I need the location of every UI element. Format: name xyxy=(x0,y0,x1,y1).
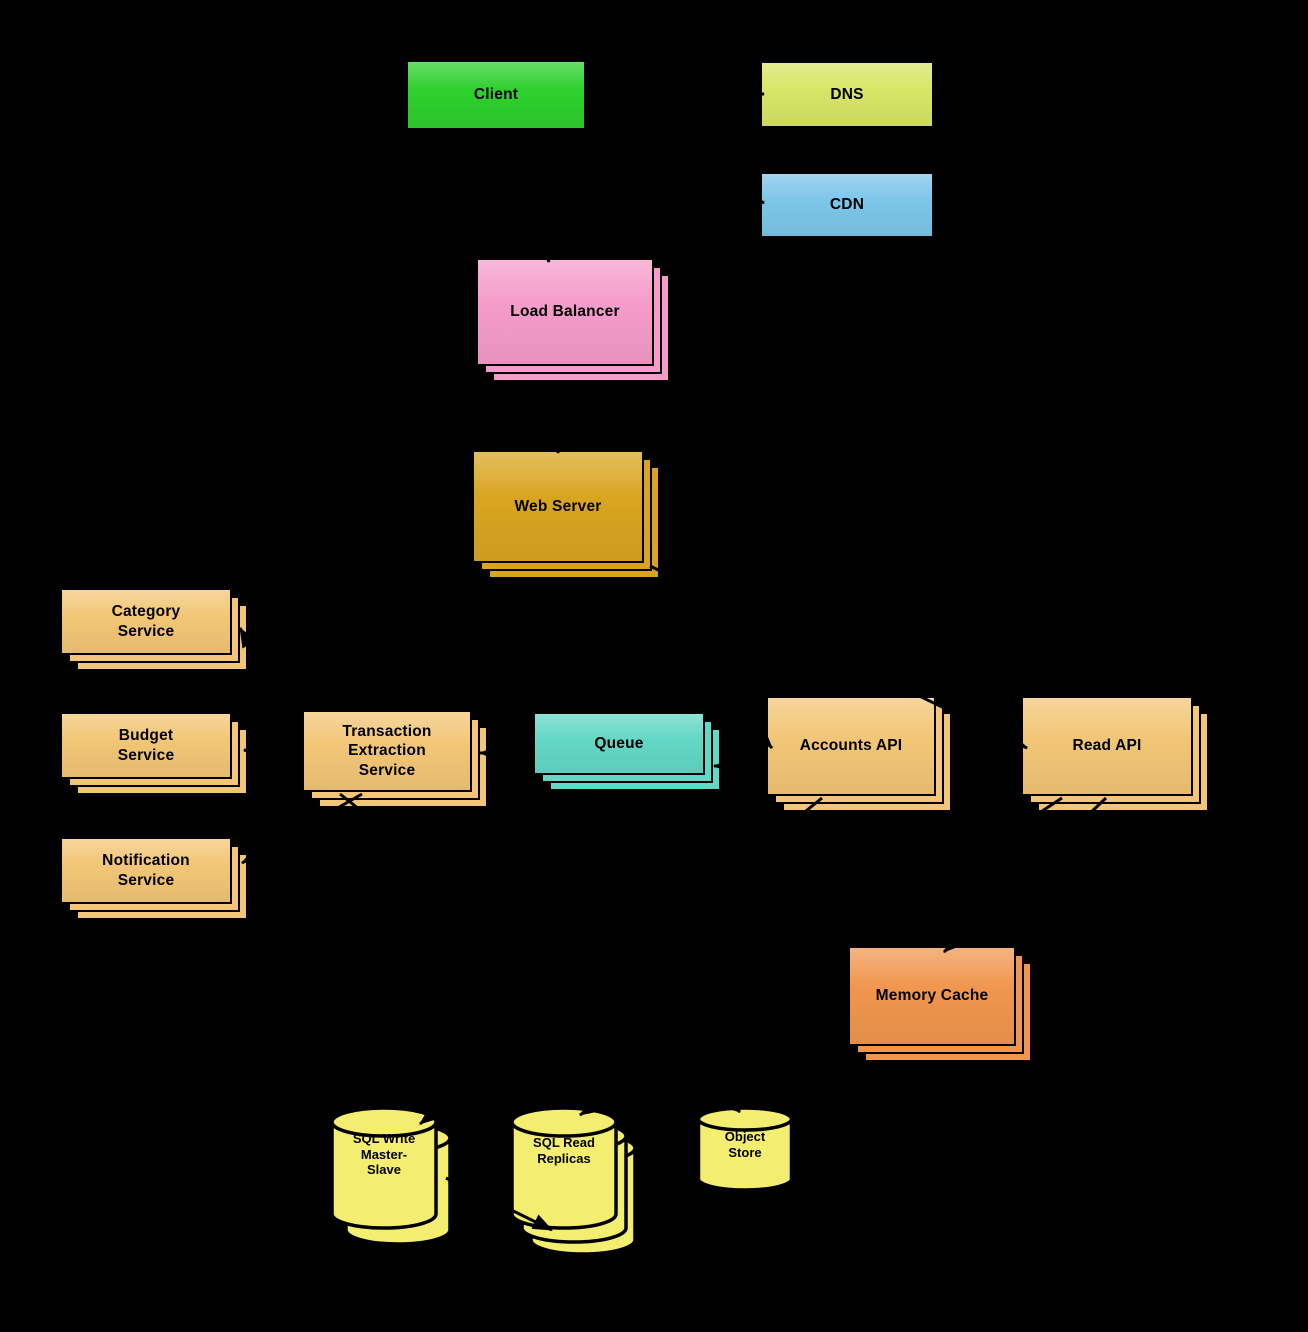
node-notification-service: Notification Service xyxy=(60,837,248,920)
node-transaction-extraction-service-label: Transaction Extraction Service xyxy=(342,722,432,779)
node-memory-cache-label: Memory Cache xyxy=(875,987,989,1005)
edge-client-load_balancer xyxy=(496,131,551,263)
node-dns: DNS xyxy=(760,61,934,128)
node-load-balancer-face: Load Balancer xyxy=(476,258,654,366)
node-notification-service-face: Notification Service xyxy=(60,837,232,904)
node-cdn-label: CDN xyxy=(829,196,865,214)
edge-client-cdn xyxy=(587,110,765,205)
node-object-store: Object Store xyxy=(695,1105,795,1195)
node-client: Client xyxy=(406,60,586,130)
node-accounts-api-face: Accounts API xyxy=(766,696,936,796)
edge-read_api-memory_cache xyxy=(942,796,1108,954)
edge-transaction_extraction_service-object_store xyxy=(339,792,741,1114)
edge-accounts_api-sql_write_master_slave xyxy=(419,796,823,1126)
node-memory-cache-face: Memory Cache xyxy=(848,946,1016,1046)
node-load-balancer: Load Balancer xyxy=(476,258,670,382)
node-web-server-face: Web Server xyxy=(472,450,644,563)
database-cylinder-icon xyxy=(330,1106,438,1230)
node-transaction-extraction-service: Transaction Extraction Service xyxy=(302,710,488,808)
node-memory-cache: Memory Cache xyxy=(848,946,1032,1062)
node-read-api-face: Read API xyxy=(1021,696,1193,796)
edge-transaction_extraction_service-category_service xyxy=(238,627,302,734)
node-category-service-label: Category Service xyxy=(111,603,181,640)
node-queue-face: Queue xyxy=(533,712,705,775)
node-notification-service-label: Notification Service xyxy=(102,852,190,889)
node-transaction-extraction-service-face: Transaction Extraction Service xyxy=(302,710,472,792)
node-dns-label: DNS xyxy=(830,85,864,103)
node-accounts-api-label: Accounts API xyxy=(799,737,903,755)
node-sql-read-replicas: SQL Read Replicas xyxy=(508,1105,637,1256)
node-client-label: Client xyxy=(473,86,519,104)
node-budget-service-label: Budget Service xyxy=(117,727,175,764)
node-sql-write-master-slave-label: SQL Write Master-Slave xyxy=(352,1131,416,1178)
database-cylinder-icon xyxy=(510,1106,618,1230)
node-accounts-api: Accounts API xyxy=(766,696,952,812)
node-load-balancer-label: Load Balancer xyxy=(510,303,620,321)
node-dns-face: DNS xyxy=(760,61,934,128)
node-read-api-label: Read API xyxy=(1072,737,1142,755)
node-read-api: Read API xyxy=(1021,696,1209,812)
node-queue: Queue xyxy=(533,712,721,791)
node-object-store-label: Object Store xyxy=(724,1129,766,1160)
node-sql-read-replicas-label: SQL Read Replicas xyxy=(533,1135,595,1166)
edge-transaction_extraction_service-budget_service xyxy=(243,746,301,765)
node-queue-label: Queue xyxy=(594,734,644,752)
node-sql-write-master-slave: SQL Write Master-Slave xyxy=(328,1105,452,1246)
node-web-server-label: Web Server xyxy=(514,497,602,515)
node-category-service-face: Category Service xyxy=(60,588,232,655)
node-category-service: Category Service xyxy=(60,588,248,671)
node-cdn: CDN xyxy=(760,172,934,238)
node-web-server: Web Server xyxy=(472,450,660,579)
node-cdn-face: CDN xyxy=(760,172,934,238)
node-client-face: Client xyxy=(406,60,586,130)
node-budget-service-face: Budget Service xyxy=(60,712,232,779)
node-budget-service: Budget Service xyxy=(60,712,248,795)
edge-load_balancer-web_server xyxy=(551,383,568,454)
